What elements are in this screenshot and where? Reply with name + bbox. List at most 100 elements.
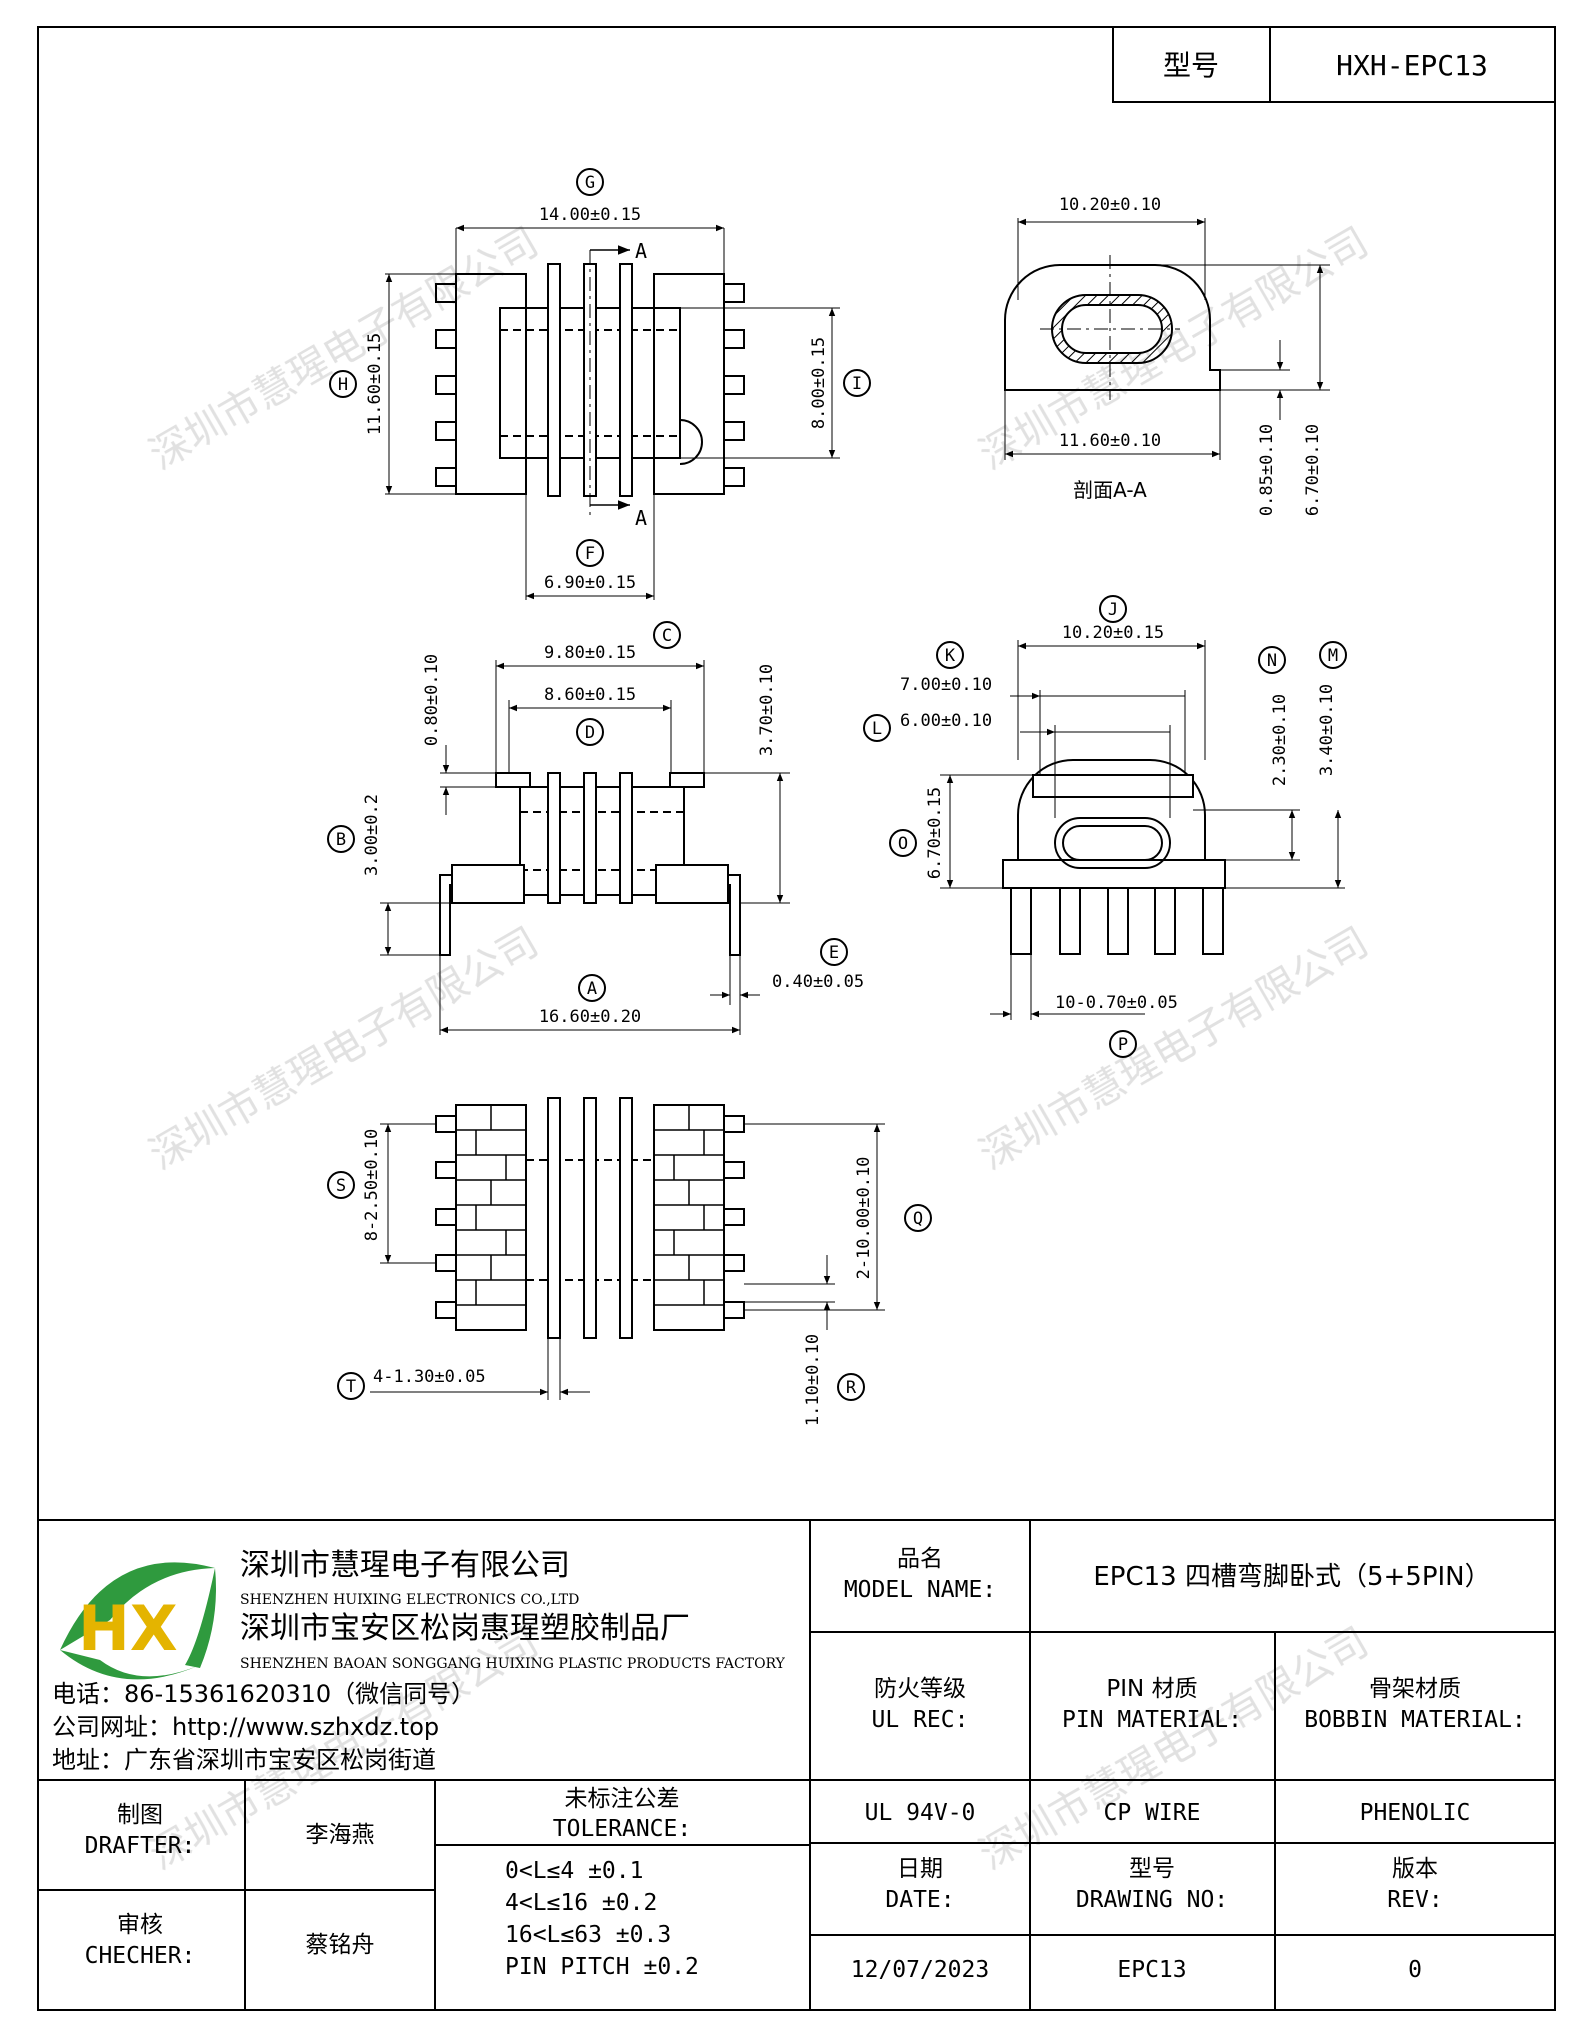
- drawing-label-en: DRAWING NO:: [1076, 1887, 1228, 1913]
- drafter-label-en: DRAFTER:: [85, 1833, 196, 1859]
- side-view-callout-L: L: [872, 719, 882, 739]
- tolerance-line-2: 4<L≤16 ±0.2: [505, 1890, 657, 1916]
- title-box-label: 型号: [1163, 49, 1219, 82]
- section-dim-bottom: 11.60±0.10: [1059, 431, 1161, 451]
- top-view: A A G 14.00±0.15 H 11.60±0.15 I 8.00±0.1…: [329, 168, 871, 600]
- section-outline: [1004, 264, 1221, 391]
- bottom-view-callout-T: T: [346, 1377, 356, 1397]
- factory-name-cn: 深圳市宝安区松岗惠瑆塑胶制品厂: [240, 1611, 690, 1646]
- section-view: 10.20±0.10 11.60±0.10 0.85±0.10 6.70±0.1…: [1004, 195, 1330, 516]
- top-view-dim-G: 14.00±0.15: [539, 205, 641, 225]
- bottom-view-callout-S: S: [336, 1176, 346, 1196]
- top-view-callout-F: F: [585, 544, 595, 564]
- company-name-cn: 深圳市慧瑆电子有限公司: [240, 1548, 570, 1583]
- tolerance-label-cn: 未标注公差: [565, 1786, 680, 1812]
- checker-label-en: CHECHER:: [85, 1943, 196, 1969]
- section-dim-top: 10.20±0.10: [1059, 195, 1161, 215]
- top-view-pins-right: [723, 283, 745, 487]
- title-box: 型号 HXH-EPC13: [1112, 26, 1556, 103]
- front-view-pin-left: [439, 874, 452, 956]
- front-view-dim-C: 9.80±0.15: [544, 643, 636, 663]
- company-address: 地址：广东省深圳市宝安区松岗街道: [52, 1746, 436, 1774]
- top-view-wall: [547, 263, 561, 497]
- bottom-view-dim-R: 1.10±0.10: [803, 1334, 823, 1426]
- top-view-callout-I: I: [852, 374, 862, 394]
- section-dim-base: 0.85±0.10: [1257, 424, 1277, 516]
- side-view-dim-N: 2.30±0.10: [1270, 694, 1290, 786]
- side-view-dim-J: 10.20±0.15: [1062, 623, 1164, 643]
- side-view-dim-M: 3.40±0.10: [1317, 684, 1337, 776]
- drafter-label-cn: 制图: [117, 1802, 163, 1828]
- tolerance-line-1: 0<L≤4 ±0.1: [505, 1858, 643, 1884]
- top-view-callout-H: H: [338, 375, 348, 395]
- model-label-en: MODEL NAME:: [844, 1577, 996, 1603]
- title-block: [38, 1519, 1555, 2010]
- pin-value: CP WIRE: [1104, 1800, 1201, 1826]
- top-view-dim-H: 11.60±0.15: [365, 333, 385, 435]
- side-view-dim-P: 10-0.70±0.05: [1055, 993, 1178, 1013]
- side-view-callout-M: M: [1328, 646, 1338, 666]
- front-view-dim-E: 0.40±0.05: [772, 972, 864, 992]
- front-view-callout-B: B: [336, 830, 346, 850]
- sheet-border: [37, 26, 1556, 2011]
- section-mark-bottom: A: [635, 506, 647, 530]
- tolerance-label-en: TOLERANCE:: [553, 1816, 691, 1842]
- drafter-name: 李海燕: [306, 1822, 375, 1848]
- side-view-callout-N: N: [1267, 651, 1277, 671]
- company-logo: HX: [60, 1562, 216, 1680]
- pin-label-cn: PIN 材质: [1106, 1676, 1197, 1702]
- factory-name-en: SHENZHEN BAOAN SONGGANG HUIXING PLASTIC …: [240, 1656, 786, 1672]
- top-view-callout-G: G: [585, 173, 595, 193]
- checker-label-cn: 审核: [117, 1912, 163, 1938]
- top-view-wall: [619, 263, 633, 497]
- bottom-view-callout-R: R: [846, 1378, 857, 1398]
- top-view-flange-left: [455, 273, 527, 495]
- rev-value: 0: [1408, 1957, 1422, 1983]
- ul-value: UL 94V-0: [865, 1800, 976, 1826]
- date-label-en: DATE:: [885, 1887, 954, 1913]
- checker-name: 蔡铭舟: [306, 1932, 375, 1958]
- top-view-dim-F: 6.90±0.15: [544, 573, 636, 593]
- pin-label-en: PIN MATERIAL:: [1062, 1707, 1242, 1733]
- bobbin-label-cn: 骨架材质: [1369, 1676, 1461, 1702]
- front-view-dim-D: 8.60±0.15: [544, 685, 636, 705]
- company-phone: 电话：86-15361620310（微信同号）: [52, 1680, 475, 1708]
- side-view-pins: [1010, 887, 1224, 955]
- bobbin-value: PHENOLIC: [1360, 1800, 1471, 1826]
- title-box-value: HXH-EPC13: [1336, 49, 1488, 82]
- side-view-callout-J: J: [1108, 600, 1118, 620]
- logo-text: HX: [78, 1592, 178, 1665]
- watermark-text: 深圳市慧瑆电子有限公司: [972, 919, 1376, 1179]
- side-view: J 10.20±0.15 K 7.00±0.10 L 6.00±0.10 N 2…: [863, 595, 1347, 1058]
- bottom-view: S 8-2.50±0.10 Q 2-10.00±0.10 R 1.10±0.10…: [327, 1097, 932, 1426]
- watermark-text: 深圳市慧瑆电子有限公司: [142, 219, 546, 479]
- bottom-view-dim-S: 8-2.50±0.10: [362, 1129, 382, 1242]
- tolerance-line-4: PIN PITCH ±0.2: [505, 1954, 699, 1980]
- side-view-dim-K: 7.00±0.10: [900, 675, 992, 695]
- front-view-dim-B: 3.00±0.2: [362, 794, 382, 876]
- bottom-view-pins-right: [723, 1115, 745, 1319]
- front-view-callout-C: C: [662, 626, 672, 646]
- tolerance-line-3: 16<L≤63 ±0.3: [505, 1922, 671, 1948]
- model-value: EPC13 四槽弯脚卧式（5+5PIN）: [1093, 1562, 1490, 1592]
- bottom-view-callout-Q: Q: [913, 1209, 923, 1229]
- section-dim-height: 6.70±0.10: [1303, 424, 1323, 516]
- side-view-callout-P: P: [1118, 1035, 1128, 1055]
- ul-label-en: UL REC:: [872, 1707, 969, 1733]
- section-caption: 剖面A-A: [1073, 478, 1147, 502]
- drawing-number-value: EPC13: [1117, 1957, 1186, 1983]
- drawing-label-cn: 型号: [1129, 1856, 1175, 1882]
- rev-label-cn: 版本: [1392, 1856, 1438, 1882]
- model-label-cn: 品名: [897, 1546, 943, 1572]
- bottom-view-dim-Q: 2-10.00±0.10: [854, 1157, 874, 1280]
- bottom-view-dim-T: 4-1.30±0.05: [373, 1367, 486, 1387]
- side-view-dim-O: 6.70±0.15: [925, 787, 945, 879]
- date-label-cn: 日期: [897, 1856, 943, 1882]
- front-view-pin-right: [728, 874, 741, 956]
- company-name-en: SHENZHEN HUIXING ELECTRONICS CO.,LTD: [240, 1592, 579, 1608]
- title-block-text: 品名 MODEL NAME: EPC13 四槽弯脚卧式（5+5PIN） 防火等级…: [85, 1546, 1526, 1983]
- company-website: 公司网址：http://www.szhxdz.top: [52, 1713, 439, 1741]
- top-view-dim-I: 8.00±0.15: [809, 337, 829, 429]
- bottom-view-pins-left: [435, 1115, 457, 1319]
